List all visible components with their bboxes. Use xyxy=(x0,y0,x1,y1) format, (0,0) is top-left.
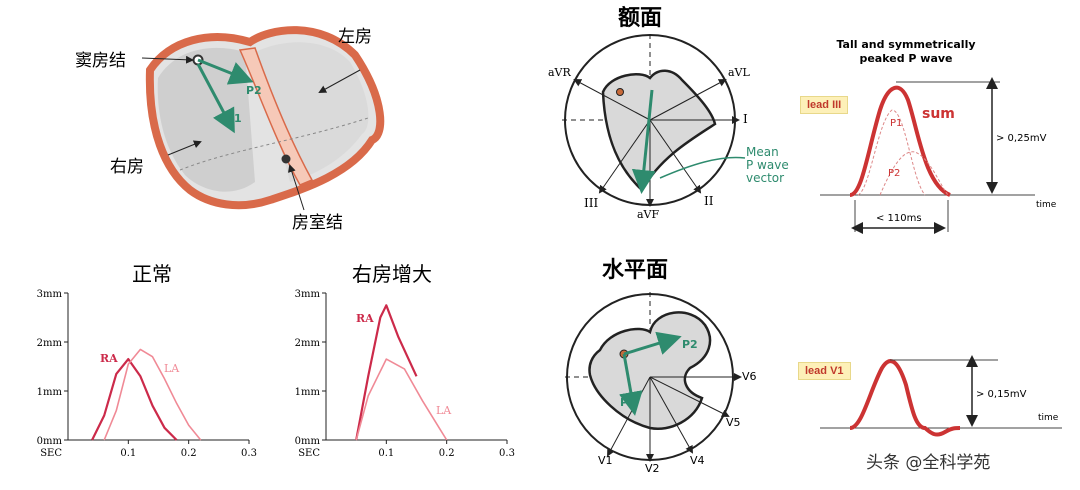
frontal-plane-diagram xyxy=(562,34,746,207)
series-line-la xyxy=(355,358,448,441)
lead-iii-badge: lead III xyxy=(800,96,849,114)
axis-v6: V6 xyxy=(742,370,757,383)
series-label-ra: RA xyxy=(100,352,118,365)
y-tick-label: 0mm xyxy=(37,436,63,447)
axis-v2: V2 xyxy=(645,462,660,475)
y-tick-label: 0mm xyxy=(295,436,321,447)
series-line-ra xyxy=(91,358,178,441)
axis-avl: aVL xyxy=(728,66,750,79)
horizontal-plane-diagram xyxy=(565,292,742,462)
mean-p-wave-vector-label: Mean P wave vector xyxy=(746,145,789,185)
series-label-la: LA xyxy=(436,404,452,417)
heart-p2-label: P2 xyxy=(246,84,262,97)
chart-title: 正常 xyxy=(132,262,172,286)
horizontal-p1-label: P1 xyxy=(620,396,636,409)
lead-v1-amplitude: > 0,15mV xyxy=(976,389,1027,400)
series-line-la xyxy=(103,348,202,441)
heart-p1-label: P1 xyxy=(226,112,242,125)
sa-node-label: 窦房结 xyxy=(75,51,126,71)
y-tick-label: 3mm xyxy=(295,289,321,300)
axis-v4: V4 xyxy=(690,454,705,467)
lead-v1-badge: lead V1 xyxy=(798,362,851,380)
x-tick-label: 0.2 xyxy=(181,448,197,459)
watermark: 头条 @全科学苑 xyxy=(866,453,991,473)
axis-iii: III xyxy=(584,196,599,210)
x-axis-label: SEC xyxy=(298,448,320,459)
y-tick-label: 2mm xyxy=(37,338,63,349)
x-tick-label: 0.2 xyxy=(439,448,455,459)
lead-iii-title: Tall and symmetrically peaked P wave xyxy=(836,38,976,65)
axis-avf: aVF xyxy=(637,208,660,221)
series-label-la: LA xyxy=(164,362,180,375)
sum-label: sum xyxy=(922,106,955,122)
lead-iii-p1-label: P1 xyxy=(890,118,903,129)
lead-iii-duration: < 110ms xyxy=(876,213,922,224)
lead-iii-time-label: time xyxy=(1036,200,1057,210)
horizontal-p2-label: P2 xyxy=(682,338,698,351)
y-tick-label: 1mm xyxy=(295,387,321,398)
x-axis-label: SEC xyxy=(40,448,62,459)
axis-i: I xyxy=(743,112,748,126)
axis-ii: II xyxy=(704,194,714,208)
chart-title: 右房增大 xyxy=(352,262,432,286)
right-atrium-label: 右房 xyxy=(110,157,144,177)
y-tick-label: 2mm xyxy=(295,338,321,349)
horizontal-title: 水平面 xyxy=(602,257,669,283)
lead-iii-amplitude: > 0,25mV xyxy=(996,133,1047,144)
frontal-title: 额面 xyxy=(618,5,663,31)
axis-avr: aVR xyxy=(548,66,571,79)
chart-right-atrial-enlargement: 右房增大 0mm 1mm 2mm 3mm 0.1 0.2 0.3 SEC RA LA xyxy=(295,262,515,459)
lead-iii-panel xyxy=(820,77,1035,234)
left-atrium-label: 左房 xyxy=(338,27,372,47)
axis-v1: V1 xyxy=(598,454,613,467)
x-tick-label: 0.3 xyxy=(499,448,515,459)
lead-v1-time-label: time xyxy=(1038,413,1059,423)
x-tick-label: 0.1 xyxy=(120,448,136,459)
chart-normal: 正常 0mm 1mm 2mm 3mm 0.1 0.2 0.3 SEC RA LA xyxy=(37,262,257,459)
lead-v1-panel xyxy=(820,355,1062,437)
y-tick-label: 3mm xyxy=(37,289,63,300)
series-line-ra xyxy=(355,304,418,441)
av-node-label: 房室结 xyxy=(292,213,343,233)
x-tick-label: 0.1 xyxy=(378,448,394,459)
y-tick-label: 1mm xyxy=(37,387,63,398)
atria-illustration xyxy=(141,26,385,211)
series-label-ra: RA xyxy=(356,312,374,325)
lead-iii-p2-label: P2 xyxy=(888,168,901,179)
x-tick-label: 0.3 xyxy=(241,448,257,459)
axis-v5: V5 xyxy=(726,416,741,429)
